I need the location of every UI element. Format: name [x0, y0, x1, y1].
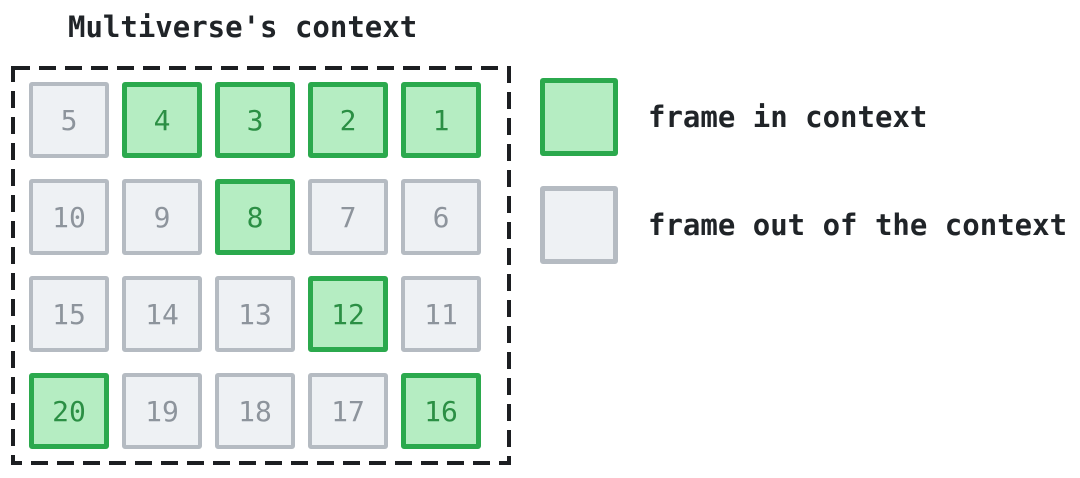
- legend-swatch-in-context: [540, 78, 618, 156]
- frame-cell-10: 10: [29, 179, 109, 255]
- legend-label-out-of-context: frame out of the context: [648, 208, 1068, 242]
- frame-cell-16: 16: [401, 373, 481, 449]
- legend-label-in-context: frame in context: [648, 100, 928, 134]
- frame-cell-9: 9: [122, 179, 202, 255]
- frame-cell-13: 13: [215, 276, 295, 352]
- legend-item-in-context: frame in context: [540, 78, 927, 156]
- frame-cell-12: 12: [308, 276, 388, 352]
- context-boundary: [11, 66, 511, 465]
- frame-cell-19: 19: [122, 373, 202, 449]
- frame-cell-8: 8: [215, 179, 295, 255]
- frame-cell-14: 14: [122, 276, 202, 352]
- frame-cell-15: 15: [29, 276, 109, 352]
- frame-cell-11: 11: [401, 276, 481, 352]
- frame-cell-18: 18: [215, 373, 295, 449]
- frame-cell-5: 5: [29, 82, 109, 158]
- diagram-title: Multiverse's context: [68, 10, 418, 44]
- frame-cell-7: 7: [308, 179, 388, 255]
- frame-cell-6: 6: [401, 179, 481, 255]
- frame-cell-17: 17: [308, 373, 388, 449]
- frame-cell-20: 20: [29, 373, 109, 449]
- frame-cell-1: 1: [401, 82, 481, 158]
- frame-cell-4: 4: [122, 82, 202, 158]
- frame-cell-2: 2: [308, 82, 388, 158]
- context-boundary-dashed-rect: [11, 66, 511, 465]
- legend-item-out-of-context: frame out of the context: [540, 186, 1067, 264]
- legend-swatch-out-of-context: [540, 186, 618, 264]
- frame-cell-3: 3: [215, 82, 295, 158]
